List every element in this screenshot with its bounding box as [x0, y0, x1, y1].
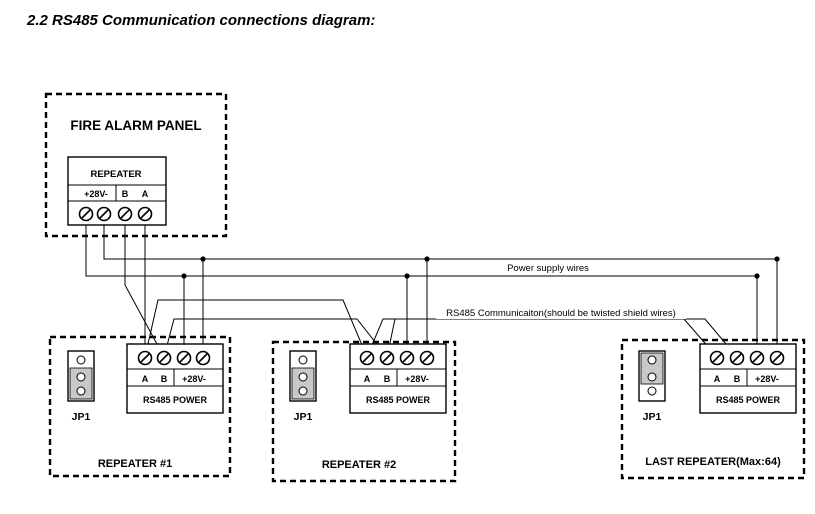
terminal-b-label: B [734, 374, 741, 384]
jumper-label: JP1 [294, 411, 313, 423]
terminal-power-label: +28V- [405, 374, 429, 384]
terminal-icon [359, 350, 375, 366]
terminal-icon [195, 350, 211, 366]
panel-title: FIRE ALARM PANEL [70, 118, 201, 133]
terminal-icon [137, 350, 153, 366]
terminal-icon [96, 206, 112, 222]
repeater-1: JP1 A B +28V- RS485 POWER REPEATER #1 [48, 335, 232, 478]
wiring: Power supply wires RS485 Communicaiton(s… [85, 213, 780, 358]
terminal-icon [137, 206, 153, 222]
terminal-bottom-label: RS485 POWER [716, 395, 781, 405]
terminal-power-label: +28V- [182, 374, 206, 384]
jumper-icon [67, 350, 95, 402]
terminal-icon [78, 206, 94, 222]
terminal-icon [709, 350, 725, 366]
repeater-2-border [271, 340, 457, 483]
repeater-2: JP1 A B +28V- RS485 POWER REPEATER #2 [271, 340, 457, 483]
fire-alarm-panel: FIRE ALARM PANEL REPEATER +28V- B A [44, 92, 228, 238]
terminal-icon [769, 350, 785, 366]
terminal-bottom-label: RS485 POWER [366, 395, 431, 405]
repeater-last: JP1 A B +28V- RS485 POWER LAST REPEATER(… [620, 338, 806, 480]
rs485-wires-label: RS485 Communicaiton(should be twisted sh… [446, 308, 676, 319]
repeater-name: REPEATER #2 [322, 459, 396, 471]
panel-repeater-label: REPEATER [90, 169, 141, 180]
repeater-name: REPEATER #1 [98, 458, 172, 470]
repeater-last-border [620, 338, 806, 480]
power-wire-plus [85, 213, 758, 357]
repeater-name: LAST REPEATER(Max:64) [645, 456, 781, 468]
panel-power-label: +28V- [84, 189, 108, 199]
terminal-b-label: B [384, 374, 391, 384]
terminal-icon [117, 206, 133, 222]
terminal-icon [156, 350, 172, 366]
terminal-power-label: +28V- [755, 374, 779, 384]
power-wires-label: Power supply wires [507, 263, 589, 274]
terminal-icon [399, 350, 415, 366]
panel-a-label: A [142, 189, 149, 199]
terminal-a-label: A [714, 374, 721, 384]
terminal-a-label: A [142, 374, 149, 384]
jumper-label: JP1 [72, 411, 91, 423]
jumper-label: JP1 [643, 411, 662, 423]
terminal-icon [749, 350, 765, 366]
terminal-a-label: A [364, 374, 371, 384]
jumper-icon [638, 350, 666, 402]
page-title: 2.2 RS485 Communication connections diag… [27, 12, 376, 29]
rs485-r1-to-r2-a [163, 318, 388, 358]
terminal-icon [729, 350, 745, 366]
panel-border [44, 92, 228, 238]
terminal-icon [419, 350, 435, 366]
terminal-bottom-label: RS485 POWER [143, 395, 208, 405]
repeater-1-border [48, 335, 232, 478]
panel-b-label: B [122, 189, 129, 199]
terminal-icon [176, 350, 192, 366]
power-wire-minus [103, 213, 778, 357]
terminal-b-label: B [161, 374, 168, 384]
terminal-icon [379, 350, 395, 366]
jumper-icon [289, 350, 317, 402]
rs485-r1-to-r2-b [144, 299, 368, 358]
